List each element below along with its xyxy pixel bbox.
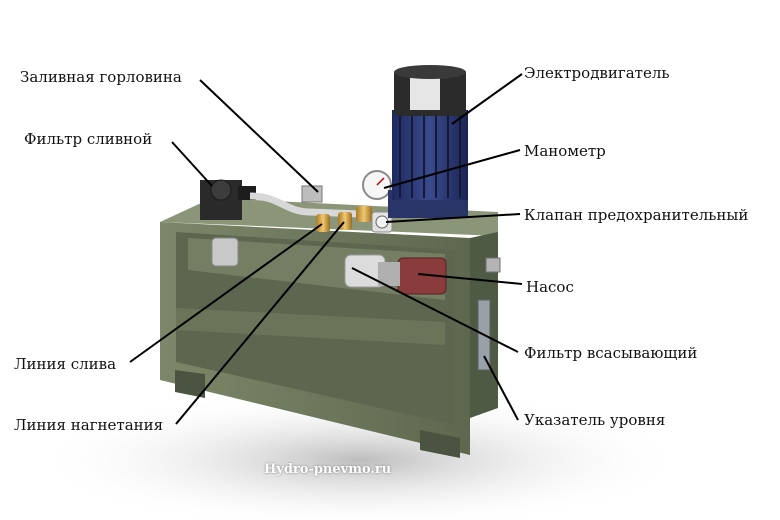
side-port	[485, 257, 501, 273]
motor-top	[394, 65, 466, 79]
leader-lines	[129, 73, 523, 425]
pump-flange	[378, 262, 400, 286]
label-pump: Насос	[526, 278, 574, 296]
label-level-indicator: Указатель уровня	[524, 411, 666, 429]
brass-block	[356, 206, 372, 222]
motor-body	[392, 110, 468, 200]
leader-relief-valve	[385, 213, 521, 223]
label-suction-filter: Фильтр всасывающий	[524, 344, 698, 362]
manometer-needle	[376, 177, 385, 186]
label-fill-neck: Заливная горловина	[20, 68, 182, 86]
drain-filter-cap	[210, 179, 232, 201]
tank-leg-right	[420, 430, 460, 458]
filler-neck	[301, 185, 323, 203]
leader-pump	[417, 273, 523, 285]
leader-drain-line	[129, 223, 323, 363]
watermark: Hydro-pnevmo.ru	[264, 462, 392, 477]
leader-level-indicator	[483, 355, 519, 421]
label-motor: Электродвигатель	[524, 64, 670, 82]
label-pressure-line: Линия нагнетания	[14, 416, 164, 434]
leader-motor	[451, 73, 523, 125]
motor-fan-cover-highlight	[410, 76, 440, 110]
label-drain-line: Линия слива	[14, 355, 117, 373]
leader-suction-filter	[351, 267, 519, 353]
leader-fill-neck	[199, 79, 319, 193]
return-filter-canister	[211, 237, 239, 267]
ground-shadow	[30, 390, 690, 520]
leader-pressure-line	[175, 221, 345, 425]
top-pipe	[249, 192, 361, 218]
label-relief-valve: Клапан предохранительный	[524, 206, 749, 224]
label-drain-filter: Фильтр сливной	[24, 130, 153, 148]
tank-leg-left	[175, 370, 205, 398]
leader-drain-filter	[171, 141, 213, 187]
leader-manometer	[383, 149, 521, 189]
tank-interior-shelf	[176, 308, 445, 345]
motor-cooling-fins	[399, 112, 461, 198]
label-manometer: Манометр	[524, 142, 606, 160]
drain-line-fitting	[316, 214, 330, 232]
